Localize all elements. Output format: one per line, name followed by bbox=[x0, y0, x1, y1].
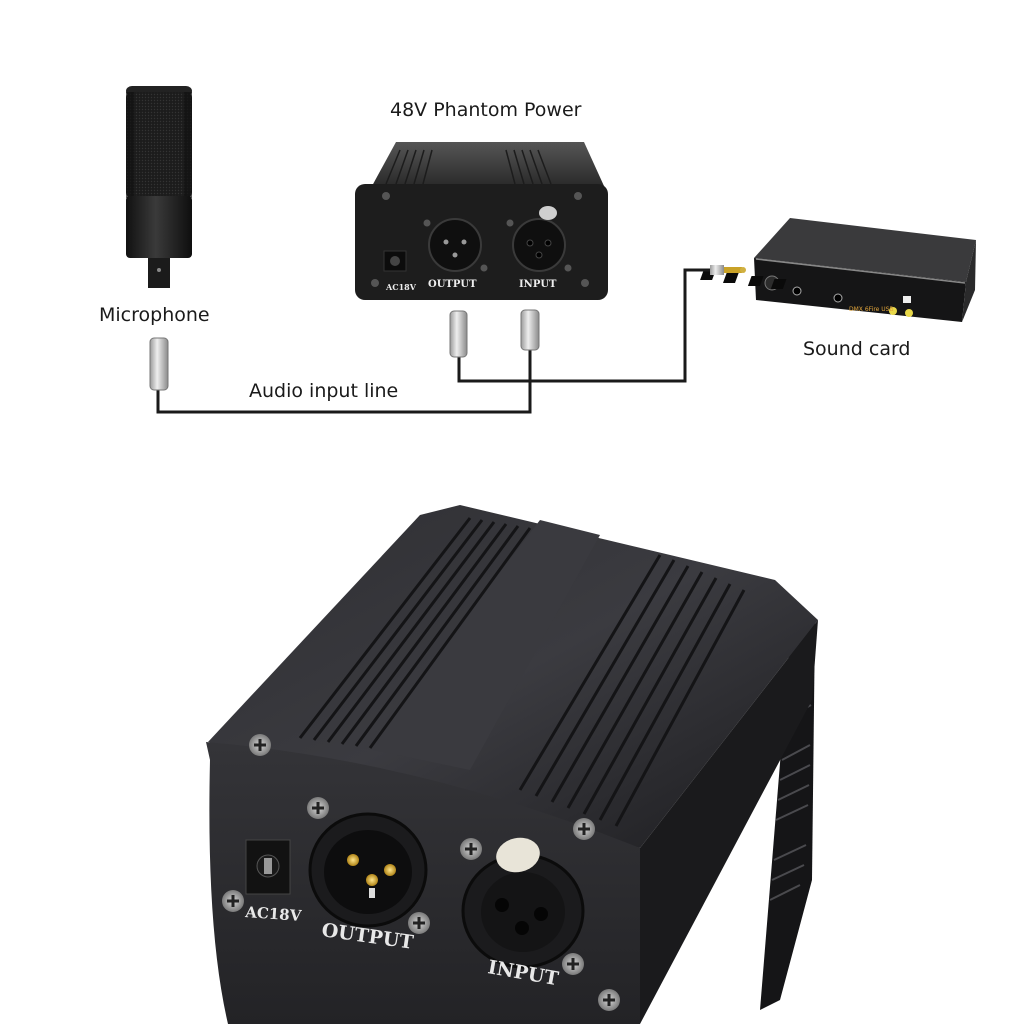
audio-input-line-label: Audio input line bbox=[249, 380, 399, 402]
power-label-diagram: AC18V bbox=[385, 282, 417, 292]
microphone-label: Microphone bbox=[99, 304, 210, 326]
jack-plug-6-35mm bbox=[710, 265, 746, 275]
phantom-power-unit-diagram bbox=[355, 142, 608, 300]
phantom-power-product-photo bbox=[206, 505, 818, 1024]
sound-card-brand: DMX 6Fire USB bbox=[849, 306, 894, 313]
sound-card-label: Sound card bbox=[803, 338, 911, 360]
xlr-plug-input bbox=[520, 309, 540, 351]
microphone-image bbox=[126, 86, 192, 288]
phantom-power-title: 48V Phantom Power bbox=[390, 99, 582, 121]
output-to-soundcard-cable bbox=[457, 268, 712, 383]
cables bbox=[156, 268, 712, 414]
output-label-diagram: OUTPUT bbox=[428, 279, 477, 290]
screws bbox=[222, 734, 620, 1011]
sound-card-image bbox=[700, 218, 976, 322]
xlr-plug-output bbox=[449, 310, 468, 358]
xlr-plug-mic bbox=[149, 337, 169, 391]
input-label-diagram: INPUT bbox=[519, 279, 557, 290]
power-label-photo: AC18V bbox=[244, 903, 303, 925]
